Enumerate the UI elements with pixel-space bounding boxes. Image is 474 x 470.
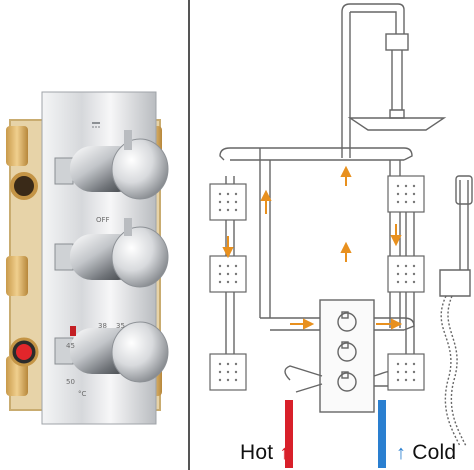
mixer-valve-illustration: OFF 38 35 45 50 °C xyxy=(6,91,169,425)
top-valve-knob xyxy=(54,130,169,200)
temp-unit: °C xyxy=(78,390,87,398)
middle-valve-knob: OFF xyxy=(54,216,169,288)
flow-arrow-icon xyxy=(222,165,403,330)
hot-inlet-arrow xyxy=(285,400,293,468)
cold-inlet-arrow xyxy=(378,400,386,468)
panel-divider xyxy=(188,0,190,470)
temp-50: 50 xyxy=(66,378,75,386)
temp-45: 45 xyxy=(66,342,75,350)
hot-label: Hot ↑ xyxy=(240,441,290,464)
diagram-svg xyxy=(209,3,473,468)
hot-up-arrow-icon: ↑ xyxy=(279,442,290,464)
handheld-shower-icon xyxy=(455,175,473,205)
body-jet-icon xyxy=(209,175,425,391)
plumbing-diagram xyxy=(190,0,474,470)
product-photo: OFF 38 35 45 50 °C xyxy=(0,0,188,470)
cold-label: ↑ Cold xyxy=(396,441,457,464)
temp-35: 35 xyxy=(116,322,125,330)
valve-box xyxy=(319,299,375,413)
outlet-port xyxy=(10,172,38,200)
off-marking: OFF xyxy=(96,216,110,224)
rain-shower-head-icon xyxy=(347,117,447,131)
cold-up-arrow-icon: ↑ xyxy=(396,442,407,464)
shower-symbol-icon xyxy=(92,122,100,128)
temp-38: 38 xyxy=(98,322,107,330)
bottom-valve-knob: 38 35 45 50 °C xyxy=(54,321,169,398)
